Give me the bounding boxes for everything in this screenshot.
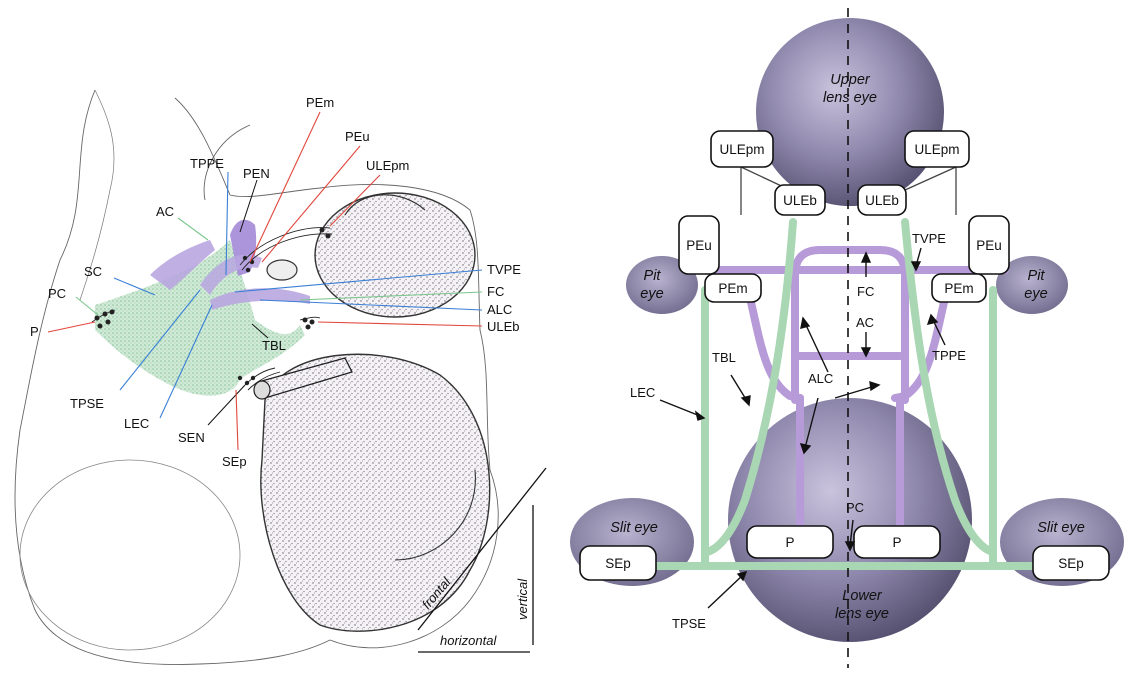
anatomical-drawing: PEm PEu ULEpm TPPE PEN AC SC PC P TVPE F… <box>15 90 546 665</box>
box-p-left-label: P <box>785 535 794 550</box>
label-sep-left: SEp <box>222 454 247 469</box>
label-alc-left: ALC <box>487 302 512 317</box>
label-fc-left: FC <box>487 284 504 299</box>
eye-label-upper-1: Upper <box>830 72 871 88</box>
box-sep-left-label: SEp <box>605 556 631 571</box>
eye-label-upper-2: lens eye <box>823 90 877 106</box>
box-peu-left-label: PEu <box>686 238 712 253</box>
box-p-right-label: P <box>892 535 901 550</box>
label-fc-right: FC <box>857 284 874 299</box>
box-p-right: P <box>854 526 940 558</box>
box-pem-left: PEm <box>705 274 761 302</box>
label-tpse-left: TPSE <box>70 396 104 411</box>
box-uleb-right: ULEb <box>858 185 906 215</box>
box-p-left: P <box>747 526 833 558</box>
box-peu-left: PEu <box>679 216 719 274</box>
box-ulepm-left-label: ULEpm <box>719 142 764 157</box>
eye-label-lower-1: Lower <box>842 588 883 604</box>
eye-label-pit-left-1: Pit <box>644 268 662 284</box>
label-tvpe-left: TVPE <box>487 262 521 277</box>
label-tppe-left: TPPE <box>190 156 224 171</box>
box-uleb-left-label: ULEb <box>783 193 817 208</box>
eye-label-lower-2: lens eye <box>835 606 889 622</box>
box-pem-right-label: PEm <box>944 281 973 296</box>
eye-label-pit-right-1: Pit <box>1028 268 1046 284</box>
box-uleb-right-label: ULEb <box>865 193 899 208</box>
lower-body-outline <box>20 460 240 650</box>
label-p-left: P <box>30 324 39 339</box>
box-pem-left-label: PEm <box>718 281 747 296</box>
box-peu-right-label: PEu <box>976 238 1002 253</box>
label-tppe-right: TPPE <box>932 348 966 363</box>
box-peu-right: PEu <box>969 216 1009 274</box>
eye-label-slit-left: Slit eye <box>610 520 658 536</box>
label-tbl-right: TBL <box>712 350 736 365</box>
label-pem-left: PEm <box>306 95 334 110</box>
eye-label-pit-left-2: eye <box>640 286 663 302</box>
label-tpse-right: TPSE <box>672 616 706 631</box>
label-pen-left: PEN <box>243 166 270 181</box>
schematic-diagram: ULEpm ULEpm ULEb ULEb PEu PEu PEm PEm <box>570 8 1124 668</box>
label-ulepm-left: ULEpm <box>366 158 409 173</box>
eye-label-slit-right: Slit eye <box>1037 520 1085 536</box>
box-ulepm-left: ULEpm <box>711 131 773 167</box>
label-peu-left: PEu <box>345 129 370 144</box>
axis-horizontal: horizontal <box>440 633 497 648</box>
eye-label-pit-right-2: eye <box>1024 286 1047 302</box>
label-ac-right: AC <box>856 315 874 330</box>
label-tvpe-right: TVPE <box>912 231 946 246</box>
lower-lens-eye-drawing <box>261 354 490 631</box>
upper-lens-eye <box>756 18 944 206</box>
label-alc-right: ALC <box>808 371 833 386</box>
box-sep-right-label: SEp <box>1058 556 1084 571</box>
box-sep-right: SEp <box>1033 546 1109 580</box>
box-ulepm-right-label: ULEpm <box>914 142 959 157</box>
label-pc-left: PC <box>48 286 66 301</box>
box-ulepm-right: ULEpm <box>905 131 969 167</box>
label-lec-left: LEC <box>124 416 149 431</box>
pit-eye-drawing <box>267 260 297 280</box>
box-uleb-left: ULEb <box>775 185 825 215</box>
label-uleb-left: ULEb <box>487 319 520 334</box>
label-lec-right: LEC <box>630 385 655 400</box>
label-pc-right: PC <box>846 500 864 515</box>
label-sc-left: SC <box>84 264 102 279</box>
axis-vertical: vertical <box>515 578 530 620</box>
label-sen-left: SEN <box>178 430 205 445</box>
box-pem-right: PEm <box>932 274 986 302</box>
label-ac-left: AC <box>156 204 174 219</box>
box-sep-left: SEp <box>580 546 656 580</box>
label-tbl-left: TBL <box>262 338 286 353</box>
